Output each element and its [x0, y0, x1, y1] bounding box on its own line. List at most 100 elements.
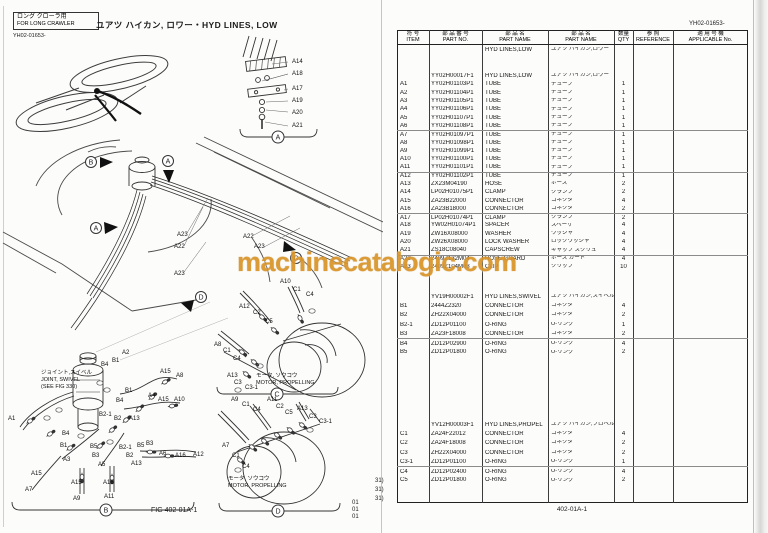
table-cell: YY02H01100P1 [431, 156, 474, 163]
table-cell: A10 [400, 156, 411, 163]
part-callout-label: A18 [292, 71, 303, 77]
table-cell: 4 [621, 230, 626, 237]
table-cell: TUBE [485, 122, 502, 129]
table-cell: TUBE [485, 139, 502, 146]
table-cell: 1 [621, 81, 626, 88]
table-cell: CLIP [485, 263, 499, 270]
column-divider [673, 30, 674, 503]
table-cell: 4 [621, 239, 626, 246]
table-cell: 1 [621, 98, 626, 105]
table-cell: C3 [400, 449, 408, 456]
motor-c-note-en: MOTOR, PROPELLING [256, 380, 315, 386]
table-cell: A3 [400, 98, 408, 105]
part-callout-label: A15 [158, 397, 169, 403]
swivel-joint-detail [19, 301, 229, 494]
table-cell: A22 [400, 256, 411, 263]
column-divider [429, 30, 430, 503]
table-cell: CONNECTOR [485, 197, 524, 204]
table-cell: TUBE [485, 131, 502, 138]
table-cell: HYD LINES,LOW [485, 73, 533, 80]
part-callout-label: A7 [25, 487, 33, 493]
table-cell: A23 [400, 263, 411, 270]
part-callout-label: B2 [126, 453, 134, 459]
header-reference-jp: 参 照 [646, 30, 660, 37]
crawler-type-box: ロング クローラ用 FOR LONG CRAWLER [13, 12, 99, 30]
part-callout-label: A23 [177, 232, 188, 238]
part-callout-label: A10 [174, 397, 185, 403]
table-cell: ホース [551, 181, 568, 187]
table-cell: 1 [621, 164, 626, 171]
table-cell: 2409Z132M04 [431, 256, 470, 263]
table-cell: 2 [621, 214, 626, 221]
serial-number-right: YH02-01653- [689, 21, 725, 27]
table-cell: ZA23F18008 [431, 330, 466, 337]
parts-table-frame [397, 30, 748, 503]
part-callout-label: B3 [146, 441, 154, 447]
table-cell: コネクタ [551, 197, 573, 203]
table-cell: B3 [400, 330, 408, 337]
table-cell: コネクタ [551, 331, 573, 337]
part-callout-label: B5 [137, 443, 145, 449]
parts-diagram: A B C D B A A C D [2, 35, 383, 518]
part-callout-label: C1 [293, 287, 301, 293]
column-divider [482, 30, 483, 503]
part-callout-label: C1 [223, 348, 231, 354]
table-cell: O-リング [551, 477, 574, 483]
crawler-type-jp: ロング クローラ用 [17, 14, 67, 20]
part-callout-label: A2 [122, 350, 130, 356]
part-callout-label: A8 [176, 373, 184, 379]
table-cell: ZW16X08000 [431, 230, 468, 237]
table-cell: CAPSCREW [485, 247, 520, 254]
table-cell: A20 [400, 239, 411, 246]
table-cell: 1 [621, 147, 626, 154]
table-cell: 2 [621, 349, 626, 356]
table-cell: ZD12P01100 [431, 458, 466, 465]
table-cell: 10 [620, 263, 627, 270]
section-letter-d: D [275, 509, 280, 516]
table-cell: ホース ガード [551, 256, 586, 262]
part-callout-label: C3-1 [319, 419, 333, 425]
table-cell: YV12H00003F1 [431, 421, 474, 428]
table-cell: C4 [400, 468, 408, 475]
table-cell: 4 [621, 430, 626, 437]
table-cell: O-リング [551, 468, 574, 474]
table-cell: YY02H01099P1 [431, 147, 475, 154]
motor-d-detail [217, 401, 326, 505]
table-cell: 4 [621, 302, 626, 309]
part-callout-label: A8 [214, 342, 222, 348]
table-cell: TUBE [485, 164, 502, 171]
column-divider [614, 30, 615, 503]
table-cell: O-RING [485, 477, 507, 484]
table-cell: 1 [621, 89, 626, 96]
table-cell: 4 [621, 340, 626, 347]
page-title: ユアツ ハイカン, ロワー・HYD LINES, LOW [96, 20, 278, 30]
part-callout-label: B5 [90, 444, 98, 450]
part-callout-label: B1 [60, 443, 68, 449]
part-callout-label: C4 [233, 356, 241, 362]
part-callout-label: C5 [265, 319, 273, 325]
part-callout-label: C1 [242, 402, 250, 408]
table-cell: チューブ [551, 148, 573, 154]
table-cell: YW02H01074P1 [431, 222, 476, 229]
table-cell: A16 [400, 205, 411, 212]
table-cell: ユアツ ハイカン,プロペル [551, 421, 614, 427]
part-callout-label: A13 [227, 373, 238, 379]
table-cell: 2 [621, 312, 626, 319]
section-letter-a: A [276, 135, 281, 142]
table-cell: 1 [621, 156, 626, 163]
part-callout-label: A14 [292, 59, 303, 65]
table-cell: コネクタ [551, 312, 573, 318]
